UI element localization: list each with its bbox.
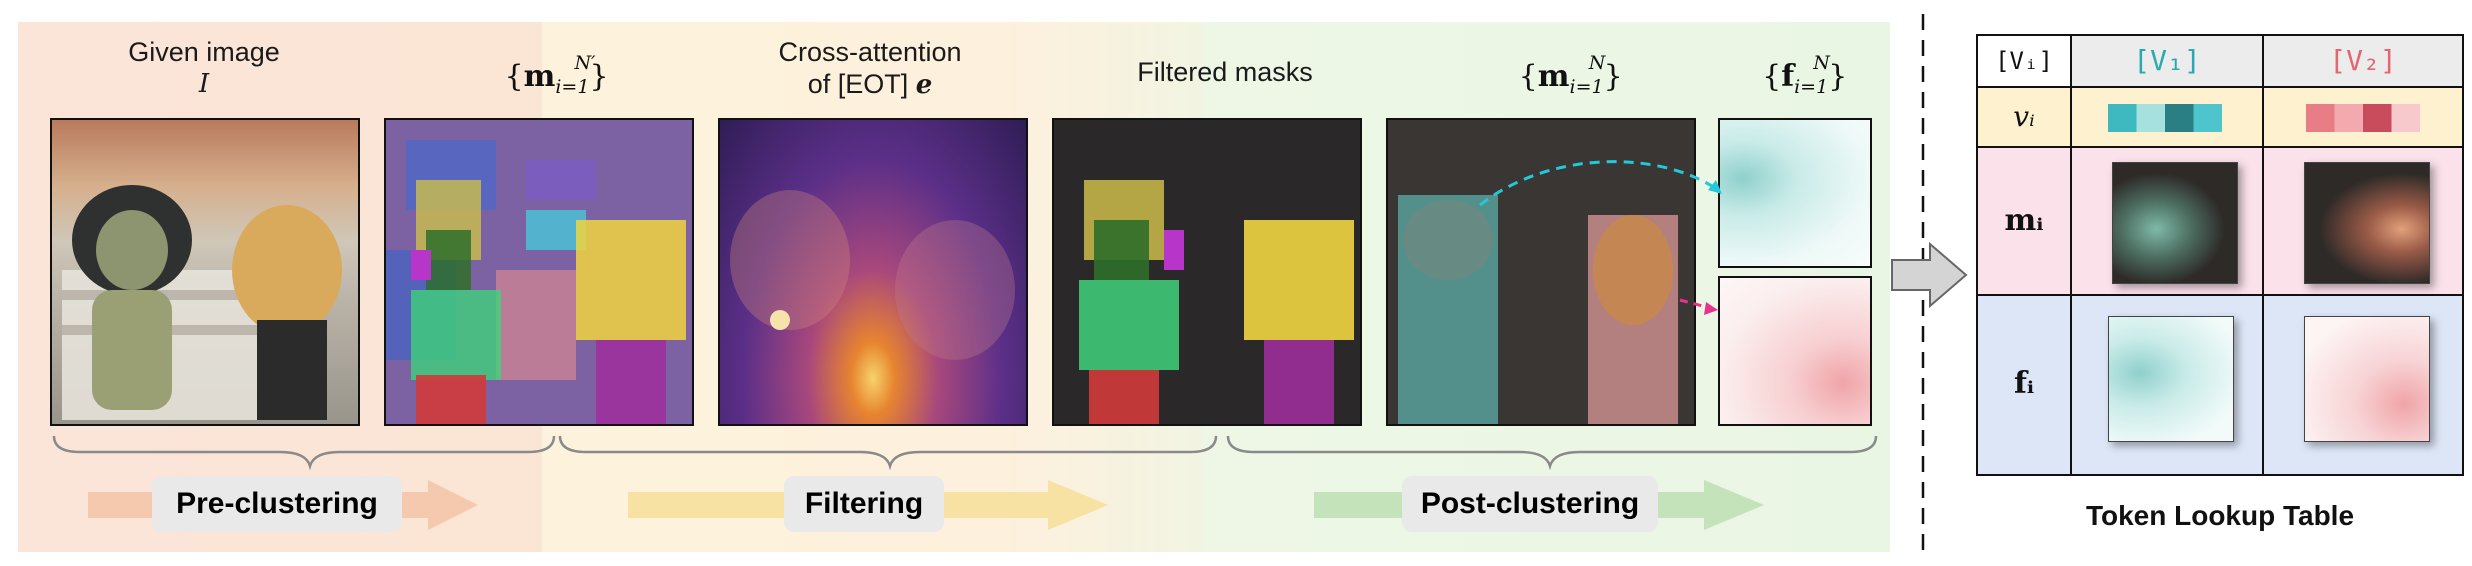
header-post-masks-sup: N [1588, 52, 1606, 74]
pill-pre-clustering-label: Pre-clustering [176, 487, 378, 520]
teal-dashed-arrow [1479, 160, 1719, 207]
filtered-masks-illustration [1079, 180, 1354, 424]
feature-map-pink [1718, 276, 1872, 426]
brace-post-clustering [1226, 435, 1878, 470]
header-pre-masks: {mi=1}N′ [504, 52, 609, 98]
table-header-v2: [V₂] [2264, 36, 2462, 88]
header-features-base: f [1781, 59, 1795, 94]
figurines-illustration [62, 185, 342, 420]
header-features-sub: i=1 [1794, 76, 1829, 98]
feature-map-teal [1718, 118, 1872, 268]
table-header-v1: [V₁] [2072, 36, 2264, 88]
table-token-v1: [V₁] [2133, 44, 2201, 77]
post-cluster-masks-illustration [1398, 195, 1678, 424]
post-cluster-masks-panel [1386, 118, 1696, 426]
embedding-stripe-v2 [2306, 104, 2420, 132]
table-token-v2: [V₂] [2329, 44, 2397, 77]
table-caption: Token Lookup Table [1976, 500, 2464, 532]
header-cross-attention-symbol: e [915, 70, 933, 100]
header-post-masks: {mi=1}N [1518, 52, 1623, 98]
pill-post-clustering: Post-clustering [1402, 476, 1658, 532]
table-row-vi-label: vᵢ [1978, 88, 2072, 148]
header-cross-attention-line1: Cross-attention [778, 37, 962, 67]
brace-filtering [558, 435, 1218, 470]
teal-arrowhead [1708, 180, 1722, 194]
filtered-masks-panel [1052, 118, 1362, 426]
header-features-sup: N [1813, 52, 1830, 74]
mask-to-feature-arrows [1479, 160, 1722, 315]
header-given-image: Given image I [54, 36, 354, 100]
cross-attention-panel [718, 118, 1028, 426]
header-given-image-text: Given image [128, 37, 280, 67]
mask-thumb-v2 [2304, 162, 2430, 284]
header-pre-masks-base: m [523, 59, 556, 94]
token-lookup-table: [Vᵢ] [V₁] [V₂] vᵢ mᵢ fᵢ [1976, 34, 2464, 476]
header-post-masks-sub: i=1 [1569, 76, 1604, 98]
header-cross-attention-line2: of [EOT] [807, 69, 909, 99]
table-row-mi-label: mᵢ [1978, 148, 2072, 296]
attention-map-illustration [730, 190, 1015, 360]
pre-cluster-masks-illustration [386, 120, 692, 424]
mask-thumb-v1 [2112, 162, 2238, 284]
row-mi-label-text: mᵢ [2004, 203, 2044, 238]
header-features: {fi=1}N [1762, 52, 1848, 98]
pink-dashed-arrow [1679, 298, 1711, 310]
table-vi-v1-cell [2072, 88, 2264, 148]
table-caption-text: Token Lookup Table [2085, 500, 2355, 531]
pink-arrowhead [1704, 302, 1718, 315]
pre-cluster-masks-panel [384, 118, 694, 426]
table-corner-label: [Vᵢ] [1995, 47, 2053, 75]
pill-pre-clustering: Pre-clustering [152, 476, 402, 532]
header-pre-masks-sub: i=1 [555, 76, 590, 98]
table-row-fi-label: fᵢ [1978, 296, 2072, 474]
row-fi-label-text: fᵢ [2013, 366, 2035, 401]
table-mi-v1-cell [2072, 148, 2264, 296]
header-given-image-symbol: I [198, 69, 210, 99]
to-table-arrow [1891, 241, 1968, 309]
pill-filtering: Filtering [784, 476, 944, 532]
header-filtered-masks-text: Filtered masks [1137, 57, 1313, 87]
header-filtered-masks: Filtered masks [1100, 56, 1350, 88]
header-cross-attention: Cross-attention of [EOT] e [720, 36, 1020, 101]
table-header-corner: [Vᵢ] [1978, 36, 2072, 88]
brace-pre-clustering [52, 435, 556, 470]
row-vi-label-text: vᵢ [2013, 100, 2035, 133]
table-mi-v2-cell [2264, 148, 2462, 296]
header-pre-masks-sup: N′ [574, 52, 596, 74]
feature-thumb-v1 [2108, 316, 2234, 442]
pill-filtering-label: Filtering [804, 487, 924, 520]
table-fi-v2-cell [2264, 296, 2462, 474]
header-post-masks-base: m [1537, 59, 1570, 94]
embedding-stripe-v1 [2108, 104, 2222, 132]
stage-braces [52, 435, 1878, 470]
table-vi-v2-cell [2264, 88, 2462, 148]
table-fi-v1-cell [2072, 296, 2264, 474]
pill-post-clustering-label: Post-clustering [1420, 487, 1640, 520]
given-image-panel [50, 118, 360, 426]
feature-thumb-v2 [2304, 316, 2430, 442]
